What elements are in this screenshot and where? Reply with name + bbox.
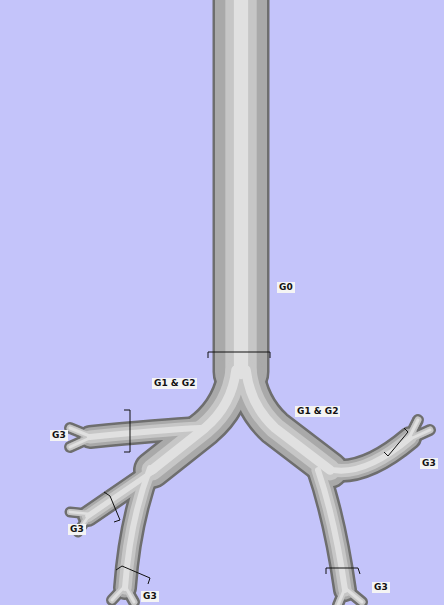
airway-tube [125, 586, 134, 602]
generation-label: G1 & G2 [152, 378, 197, 389]
airway-tube [246, 370, 330, 470]
airway-tube [70, 428, 92, 437]
airway-tube [318, 470, 345, 590]
airway-tube [318, 470, 345, 590]
airway-tube [338, 588, 345, 605]
airway-tube [318, 470, 345, 590]
airway-tube [70, 512, 90, 514]
airway-tube [246, 370, 330, 470]
airway-tube [125, 468, 150, 588]
airway-tube [246, 370, 330, 470]
generation-label: G1 & G2 [295, 406, 340, 417]
airway-tree [70, 0, 430, 605]
generation-brackets [104, 352, 408, 584]
generation-label: G0 [277, 282, 295, 293]
airway-tube [318, 470, 345, 590]
airway-tube [215, 0, 267, 372]
airway-tube [112, 586, 125, 600]
airway-tube [338, 588, 345, 605]
airway-tube [225, 0, 256, 372]
airway-tube [152, 370, 236, 470]
airway-tube [325, 438, 410, 471]
airway-tube [70, 428, 92, 437]
airway-tube [234, 0, 248, 372]
airway-tube [112, 586, 125, 600]
airway-tube [213, 0, 270, 372]
airway-tube [70, 512, 90, 514]
airway-tube [152, 370, 236, 470]
airway-tube [70, 428, 92, 437]
airway-tube [70, 437, 92, 447]
airway-tube [70, 437, 92, 447]
airway-tube [90, 428, 200, 437]
generation-label: G3 [420, 458, 438, 469]
generation-label: G3 [141, 591, 159, 602]
generation-label: G3 [372, 582, 390, 593]
generation-label: G3 [50, 430, 68, 441]
generation-label: G3 [68, 524, 86, 535]
airway-tube [125, 586, 134, 602]
airway-tube [70, 437, 92, 447]
airway-tube [325, 438, 410, 471]
airway-tube [70, 512, 90, 514]
airway-tube [345, 588, 362, 602]
airway-tube [125, 586, 134, 602]
airway-tube [345, 588, 362, 602]
airway-tube [90, 428, 200, 437]
airway-tube [70, 512, 90, 514]
airway-tube [325, 438, 410, 471]
airway-tube [325, 438, 410, 471]
airway-tube [408, 420, 418, 440]
airway-tube [246, 370, 330, 470]
